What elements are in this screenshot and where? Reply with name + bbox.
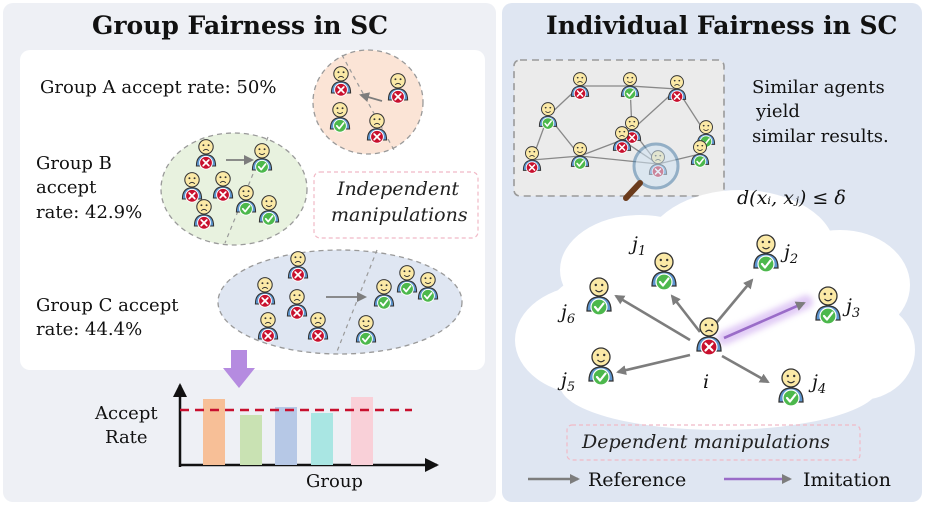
accepted-agent-icon xyxy=(570,142,590,170)
rejected-agent-icon xyxy=(193,199,215,230)
rejected-agent-icon xyxy=(522,146,542,174)
rejected-agent-icon xyxy=(307,312,329,343)
rejected-agent-icon xyxy=(286,289,308,320)
label-j6: j6 xyxy=(557,301,575,327)
rejected-agent-icon xyxy=(254,277,276,308)
down-arrow-icon xyxy=(223,350,255,388)
accepted-agent-icon xyxy=(355,315,377,346)
similarity-description: Similar agents yield similar results. xyxy=(752,77,889,147)
cloud-shape xyxy=(515,190,915,430)
accepted-agent-icon xyxy=(329,102,351,133)
agent-j1 xyxy=(651,252,677,291)
accepted-agent-icon xyxy=(373,279,395,310)
legend-reference-label: Reference xyxy=(588,469,687,491)
rejected-agent-icon xyxy=(181,172,203,203)
accepted-agent-icon xyxy=(396,265,418,296)
rejected-agent-icon xyxy=(366,113,388,144)
agent-j5 xyxy=(588,347,614,386)
accepted-agent-icon xyxy=(417,272,439,303)
rejected-agent-icon xyxy=(195,139,217,170)
rejected-agent-icon xyxy=(570,72,590,100)
dependent-note-box xyxy=(566,424,861,461)
dependent-note: Dependent manipulations xyxy=(582,431,831,453)
bar-5 xyxy=(351,397,373,465)
agent-j2 xyxy=(753,234,779,273)
group-c-label: Group C accept rate: 44.4% xyxy=(36,295,179,341)
accepted-agent-icon xyxy=(251,143,273,174)
accepted-agent-icon xyxy=(235,185,257,216)
group-a-label: Group A accept rate: 50% xyxy=(40,77,277,98)
similarity-formula: d(xᵢ, xⱼ) ≤ δ xyxy=(737,187,846,209)
accepted-agent-icon xyxy=(258,195,280,226)
right-title: Individual Fairness in SC xyxy=(546,11,898,40)
legend-imitation-label: Imitation xyxy=(803,469,891,491)
chart-y-label: Accept Rate xyxy=(95,403,158,449)
accepted-agent-icon xyxy=(620,72,640,100)
label-i: i xyxy=(703,371,709,393)
agent-j6 xyxy=(586,277,612,316)
rejected-agent-icon xyxy=(287,251,309,282)
label-j3: j3 xyxy=(842,295,860,321)
bar-1 xyxy=(203,399,225,465)
accepted-agent-icon xyxy=(690,140,710,168)
rejected-agent-icon xyxy=(212,171,234,202)
reference-arrows xyxy=(614,278,770,384)
left-title: Group Fairness in SC xyxy=(92,11,389,40)
rejected-agent-icon xyxy=(387,73,409,104)
rejected-agent-icon xyxy=(612,126,632,154)
independent-note-box xyxy=(313,171,479,239)
label-j5: j5 xyxy=(557,369,575,395)
agent-j4 xyxy=(778,368,804,407)
imitation-arrow xyxy=(717,295,813,345)
agent-i xyxy=(696,317,722,356)
magnifier-icon xyxy=(623,142,680,201)
label-j2: j2 xyxy=(780,241,798,267)
agent-j3 xyxy=(815,286,841,325)
chart-x-label: Group xyxy=(306,471,363,492)
rejected-agent-icon xyxy=(667,75,687,103)
accepted-agent-icon xyxy=(538,102,558,130)
accept-rate-chart xyxy=(173,383,439,472)
group-b-circle xyxy=(160,132,308,246)
bar-4 xyxy=(311,413,333,465)
independent-note: Independent manipulations xyxy=(331,178,468,226)
label-j1: j1 xyxy=(628,233,646,259)
group-b-label: Group B accept rate: 42.9% xyxy=(36,153,143,223)
rejected-agent-icon xyxy=(330,66,352,97)
label-j4: j4 xyxy=(808,371,826,397)
bar-3 xyxy=(275,407,297,465)
bar-2 xyxy=(240,415,262,465)
rejected-agent-icon xyxy=(257,312,279,343)
